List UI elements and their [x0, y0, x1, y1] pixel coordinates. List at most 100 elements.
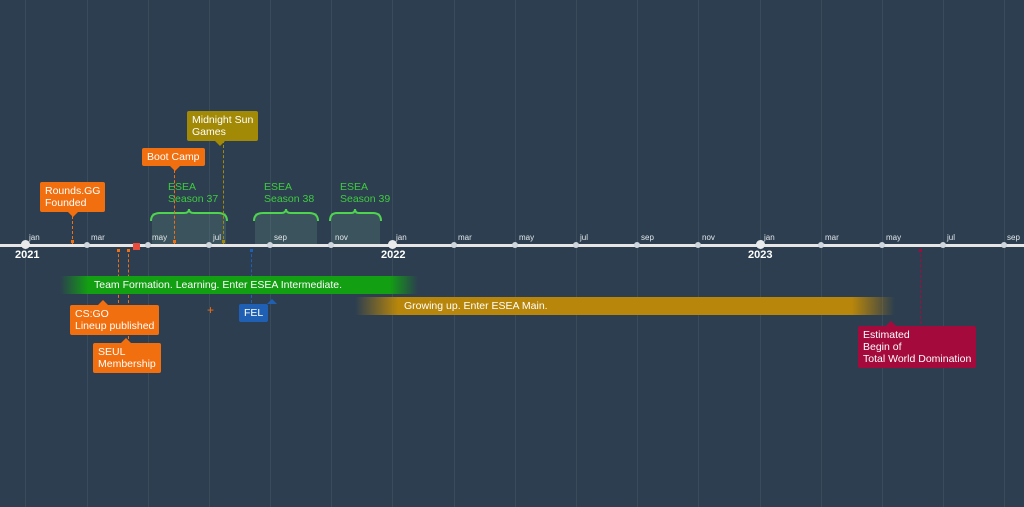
grid-line: [87, 0, 88, 507]
grid-line: [882, 0, 883, 507]
season-37-brace-icon: [150, 208, 228, 222]
era-growing-up[interactable]: Growing up. Enter ESEA Main.: [355, 297, 895, 315]
grid-line: [454, 0, 455, 507]
rounds-connector: [72, 211, 73, 244]
month-label: jan: [396, 233, 407, 242]
season-39-label: ESEA Season 39: [340, 181, 390, 205]
season-38-line1: ESEA: [264, 181, 293, 193]
month-tick: [695, 242, 701, 248]
season-37-line1: ESEA: [168, 181, 197, 193]
era-team-formation-label: Team Formation. Learning. Enter ESEA Int…: [94, 279, 343, 291]
season-37-line2: Season 37: [168, 193, 219, 205]
month-label: may: [886, 233, 902, 242]
event-fel[interactable]: FEL: [239, 299, 278, 322]
month-tick: [879, 242, 885, 248]
month-tick: [84, 242, 90, 248]
month-tick: [267, 242, 273, 248]
grid-line: [760, 0, 761, 507]
grid-line: [515, 0, 516, 507]
midnight-marker: [222, 240, 225, 243]
month-label: mar: [91, 233, 105, 242]
grid-line: [698, 0, 699, 507]
month-label: sep: [274, 233, 287, 242]
event-rounds-line1: Rounds.GG: [45, 185, 101, 197]
season-39-line1: ESEA: [340, 181, 369, 193]
year-label: 2021: [15, 249, 40, 261]
month-tick: [818, 242, 824, 248]
month-tick: [1001, 242, 1007, 248]
season-39-line2: Season 39: [340, 193, 391, 205]
era-team-formation[interactable]: Team Formation. Learning. Enter ESEA Int…: [60, 276, 418, 294]
era-growing-up-label: Growing up. Enter ESEA Main.: [404, 300, 548, 312]
month-tick: [634, 242, 640, 248]
month-tick: [573, 242, 579, 248]
season-band-38: [255, 213, 317, 244]
seul-connector: [128, 249, 129, 339]
event-bootcamp-line1: Boot Camp: [147, 151, 200, 163]
month-label: jul: [947, 233, 956, 242]
csgo-marker: [117, 249, 120, 252]
season-38-label: ESEA Season 38: [264, 181, 314, 205]
event-fel-line1: FEL: [244, 307, 264, 319]
plus-icon: +: [207, 303, 215, 317]
month-label: may: [519, 233, 535, 242]
year-tick: [388, 240, 397, 249]
month-label: mar: [825, 233, 839, 242]
month-tick: [328, 242, 334, 248]
event-midnight-sun-games[interactable]: Midnight Sun Games: [187, 111, 259, 146]
grid-line: [331, 0, 332, 507]
month-label: nov: [335, 233, 348, 242]
grid-line: [943, 0, 944, 507]
event-seul-line1: SEUL: [98, 346, 126, 358]
month-tick: [940, 242, 946, 248]
rounds-marker: [71, 240, 74, 243]
grid-line: [576, 0, 577, 507]
season-band-37: [152, 213, 226, 244]
bootcamp-connector: [174, 170, 175, 244]
event-seul-line2: Membership: [98, 358, 156, 370]
event-total-world-domination[interactable]: Estimated Begin of Total World Dominatio…: [858, 321, 977, 368]
domination-marker: [919, 249, 922, 252]
grid-line: [1004, 0, 1005, 507]
month-label: sep: [641, 233, 654, 242]
event-csgo-line2: Lineup published: [75, 320, 155, 332]
month-label: jul: [580, 233, 589, 242]
event-boot-camp[interactable]: Boot Camp: [142, 148, 205, 171]
month-label: may: [152, 233, 168, 242]
month-label: nov: [702, 233, 715, 242]
bootcamp-marker: [173, 240, 176, 243]
month-tick: [206, 242, 212, 248]
month-label: sep: [1007, 233, 1020, 242]
event-domination-line2: Begin of: [863, 341, 902, 353]
grid-line: [637, 0, 638, 507]
domination-connector: [920, 249, 921, 324]
fel-marker: [250, 249, 253, 252]
season-39-brace-icon: [329, 208, 382, 222]
season-38-line2: Season 38: [264, 193, 315, 205]
event-domination-line1: Estimated: [863, 329, 910, 341]
season-37-label: ESEA Season 37: [168, 181, 218, 205]
season-38-brace-icon: [253, 208, 319, 222]
event-csgo-lineup[interactable]: CS:GO Lineup published: [70, 300, 160, 335]
month-label: jan: [764, 233, 775, 242]
month-label: mar: [458, 233, 472, 242]
grid-line: [821, 0, 822, 507]
grid-line: [392, 0, 393, 507]
grid-line: [25, 0, 26, 507]
season-band-39: [331, 213, 380, 244]
event-domination-line3: Total World Domination: [863, 353, 972, 365]
event-csgo-line1: CS:GO: [75, 308, 109, 320]
today-marker: [133, 243, 140, 250]
event-midnight-line1: Midnight Sun: [192, 114, 254, 126]
month-tick: [451, 242, 457, 248]
event-rounds-founded[interactable]: Rounds.GG Founded: [40, 182, 106, 217]
grid-line: [148, 0, 149, 507]
seul-marker: [127, 249, 130, 252]
month-tick: [512, 242, 518, 248]
event-seul-membership[interactable]: SEUL Membership: [93, 338, 161, 373]
year-tick: [21, 240, 30, 249]
grid-line: [270, 0, 271, 507]
midnight-connector: [223, 140, 224, 244]
month-tick: [145, 242, 151, 248]
year-tick: [756, 240, 765, 249]
